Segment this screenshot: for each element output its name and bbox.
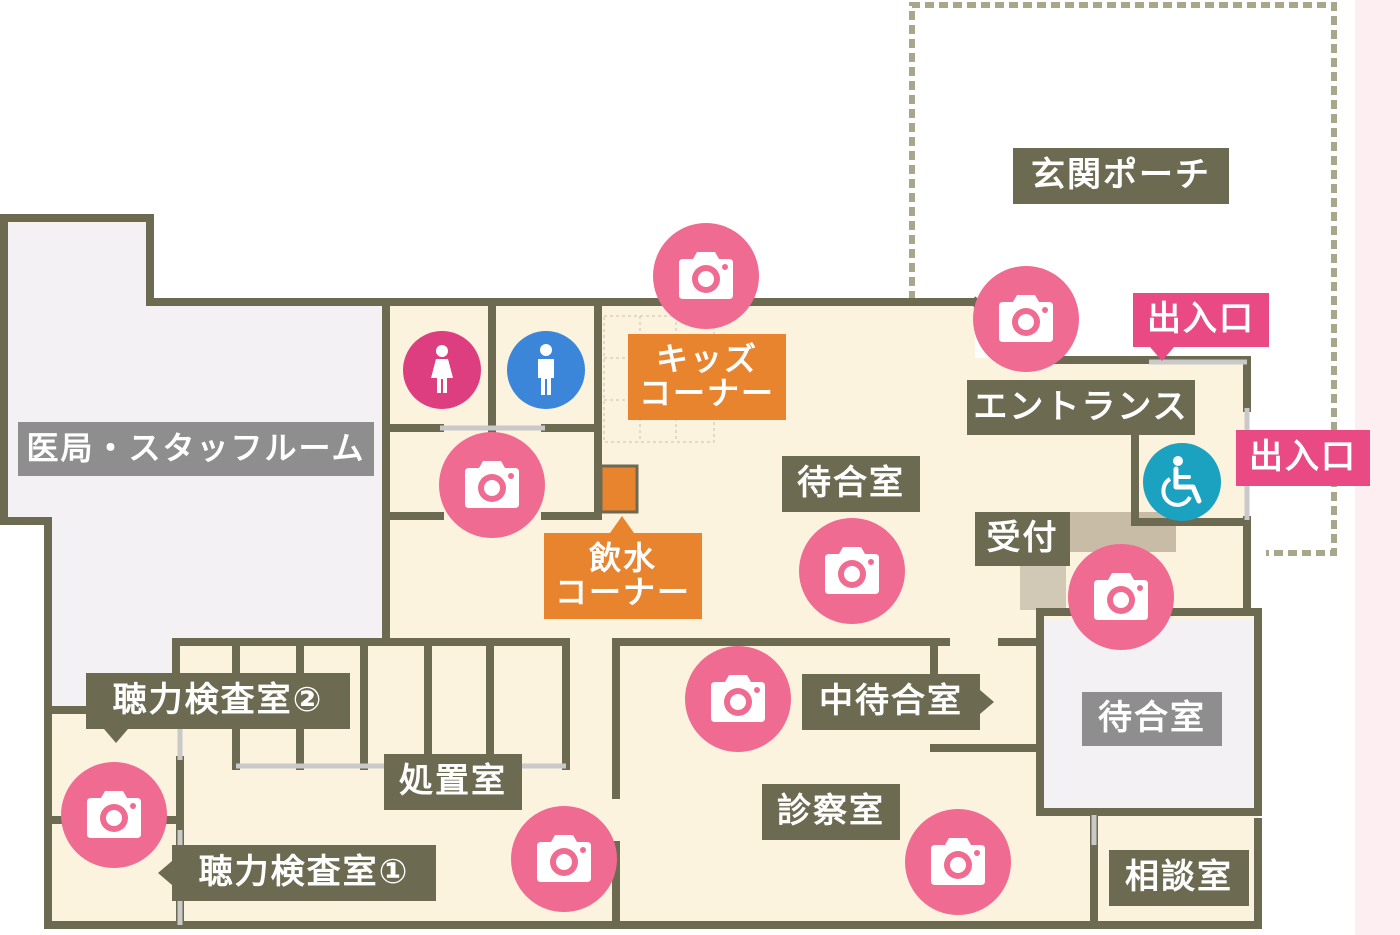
entrance-side-label: 出入口: [1236, 430, 1370, 486]
entrance-top-label: 出入口: [1133, 293, 1269, 347]
inner-waiting-label: 中待合室: [802, 674, 980, 730]
wheelchair-icon: [1143, 443, 1221, 521]
hearing-room-1-pointer: [158, 861, 172, 885]
camera-icon[interactable]: [439, 432, 545, 538]
reception-label: 受付: [975, 512, 1070, 566]
medical-office-label: 医局・スタッフルーム: [18, 422, 374, 476]
entrance-hall-label: エントランス: [967, 380, 1195, 435]
camera-icon[interactable]: [1068, 544, 1174, 650]
kids-corner-label: キッズ コーナー: [628, 334, 786, 420]
camera-icon[interactable]: [685, 646, 791, 752]
water-corner-label-line1: 飲水: [588, 539, 657, 578]
treatment-room-label: 処置室: [384, 754, 522, 810]
water-corner-label: 飲水 コーナー: [544, 533, 702, 619]
drinking-fountain: [599, 464, 639, 514]
waiting-room-main-label: 待合室: [782, 456, 920, 512]
water-corner-pointer: [610, 516, 634, 533]
camera-icon[interactable]: [653, 223, 759, 329]
porch-boundary: [909, 2, 1337, 556]
hearing-room-2-label: 聴力検査室②: [86, 673, 350, 729]
waiting-room-east-label: 待合室: [1082, 692, 1222, 746]
camera-icon[interactable]: [799, 518, 905, 624]
camera-icon[interactable]: [973, 266, 1079, 372]
camera-icon[interactable]: [511, 806, 617, 912]
male-restroom-icon: [507, 331, 585, 409]
female-restroom-icon: [403, 331, 481, 409]
hearing-room-2-pointer: [104, 729, 128, 743]
walls: [0, 214, 1262, 929]
porch-label: 玄関ポーチ: [1013, 148, 1229, 204]
hearing-room-1-label: 聴力検査室①: [172, 845, 436, 901]
entrance-top-pointer: [1150, 347, 1174, 361]
kids-corner-label-line1: キッズ: [655, 340, 758, 379]
inner-waiting-pointer: [980, 690, 994, 714]
water-corner-label-line2: コーナー: [554, 573, 691, 611]
kids-corner-label-line2: コーナー: [638, 374, 775, 412]
exam-room-label: 診察室: [762, 784, 900, 840]
camera-icon[interactable]: [61, 762, 167, 868]
consultation-room-label: 相談室: [1109, 850, 1249, 906]
camera-icon[interactable]: [905, 809, 1011, 915]
